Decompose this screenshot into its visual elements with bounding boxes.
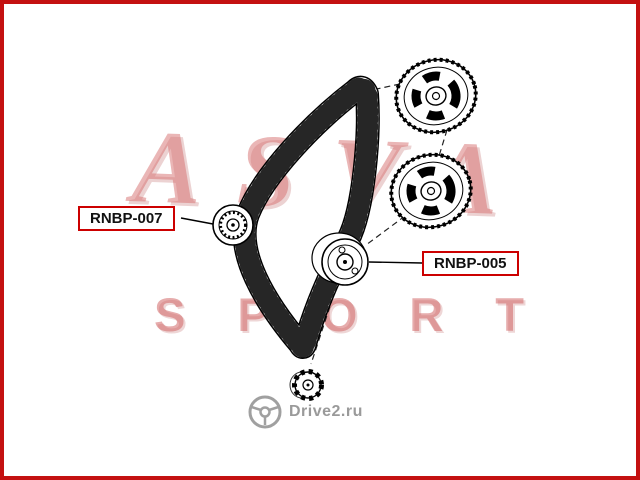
timing-belt-diagram [180,57,478,401]
part-label-rnbp-005: RNBP-005 [422,251,519,276]
watermark-sport: SPORT [154,288,576,341]
leader-line-right [368,261,423,264]
part-label-right-text: RNBP-005 [434,255,507,272]
centerline-sprocket-tensioner [365,215,406,246]
idler-pulley [212,204,254,246]
part-label-left-text: RNBP-007 [90,210,163,227]
timing-belt [232,75,380,359]
drive2-watermark: Drive2.ru [248,395,363,429]
cam-sprocket-bottom [389,152,473,230]
tensioner-pulley [311,232,369,286]
crank-sprocket [289,369,324,401]
part-label-rnbp-007: RNBP-007 [78,206,175,231]
drive2-site-text: Drive2.ru [289,403,363,420]
cam-sprocket-top [394,57,478,135]
leader-line-left [180,217,214,225]
centerline-between-sprockets [438,129,448,157]
leader-lines [180,217,423,264]
steering-wheel-icon [248,395,282,429]
